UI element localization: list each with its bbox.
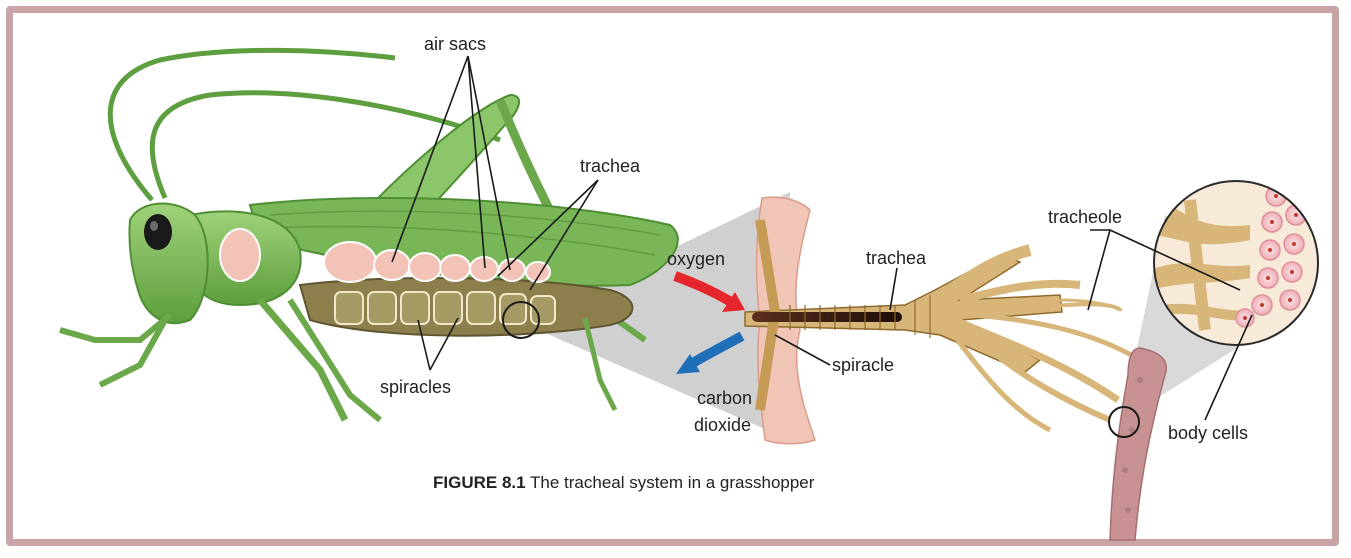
figure-caption: FIGURE 8.1 The tracheal system in a gras… xyxy=(433,473,815,492)
caption-number: FIGURE 8.1 xyxy=(433,473,526,492)
tracheole-fibres xyxy=(950,300,1140,430)
antenna-1 xyxy=(110,50,395,200)
caption-text: The tracheal system in a grasshopper xyxy=(526,473,815,492)
compound-eye xyxy=(144,214,172,250)
grasshopper xyxy=(60,50,678,420)
label-spiracle: spiracle xyxy=(832,355,894,375)
label-carbon: carbon xyxy=(697,388,752,408)
label-tracheole: tracheole xyxy=(1048,207,1122,227)
label-oxygen: oxygen xyxy=(667,249,725,269)
blood-vessel xyxy=(1110,348,1166,540)
label-spiracles: spiracles xyxy=(380,377,451,397)
abdomen-segments xyxy=(335,292,555,324)
label-air-sacs: air sacs xyxy=(424,34,486,54)
label-dioxide: dioxide xyxy=(694,415,751,435)
label-body-cells: body cells xyxy=(1168,423,1248,443)
label-trachea-left: trachea xyxy=(580,156,641,176)
label-trachea-right: trachea xyxy=(866,248,927,268)
